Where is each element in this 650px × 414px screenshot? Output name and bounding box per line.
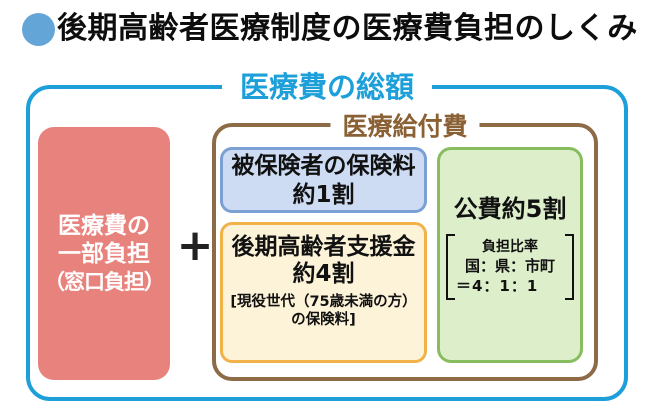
medical-benefit-box: 医療給付費 被保険者の保険料 約1割 後期高齢者支援金 約4割 [現役世代（75…: [212, 111, 598, 381]
medical-benefit-label: 医療給付費: [330, 111, 480, 143]
public-funds-box: 公費約5割 負担比率 国：県：市町 ＝4：1：1: [437, 147, 583, 363]
elderly-support-note2: の保険料]: [291, 312, 356, 328]
insured-premium-box: 被保険者の保険料 約1割: [220, 147, 427, 213]
ratio-values: ＝4：1：1: [456, 277, 539, 295]
elderly-support-line2: 約4割: [292, 261, 355, 287]
patient-copay-line1: 医療費の: [58, 212, 150, 239]
ratio-title: 負担比率: [482, 239, 538, 255]
patient-copay-box: 医療費の 一部負担 （窓口負担）: [38, 127, 170, 380]
insured-premium-line2: 約1割: [292, 182, 355, 208]
ratio-bracket: 負担比率 国：県：市町 ＝4：1：1: [446, 234, 574, 300]
elderly-support-line1: 後期高齢者支援金: [231, 234, 416, 260]
total-medical-cost-label: 医療費の総額: [221, 68, 433, 106]
bullet-icon: [22, 13, 55, 46]
elderly-support-box: 後期高齢者支援金 約4割 [現役世代（75歳未満の方） の保険料]: [220, 222, 427, 363]
ratio-parties: 国：県：市町: [464, 257, 555, 275]
patient-copay-line3: （窓口負担）: [44, 269, 165, 294]
patient-copay-line2: 一部負担: [58, 240, 150, 267]
insured-premium-line1: 被保険者の保険料: [231, 153, 416, 179]
page-title: 後期高齢者医療制度の医療費負担のしくみ: [57, 11, 638, 46]
total-medical-cost-box: 医療費の総額 医療費の 一部負担 （窓口負担） + 医療給付費 被保険者の保険料…: [26, 68, 628, 401]
public-funds-title: 公費約5割: [453, 195, 567, 223]
elderly-support-note1: [現役世代（75歳未満の方）: [230, 294, 417, 310]
plus-sign: +: [176, 219, 214, 271]
